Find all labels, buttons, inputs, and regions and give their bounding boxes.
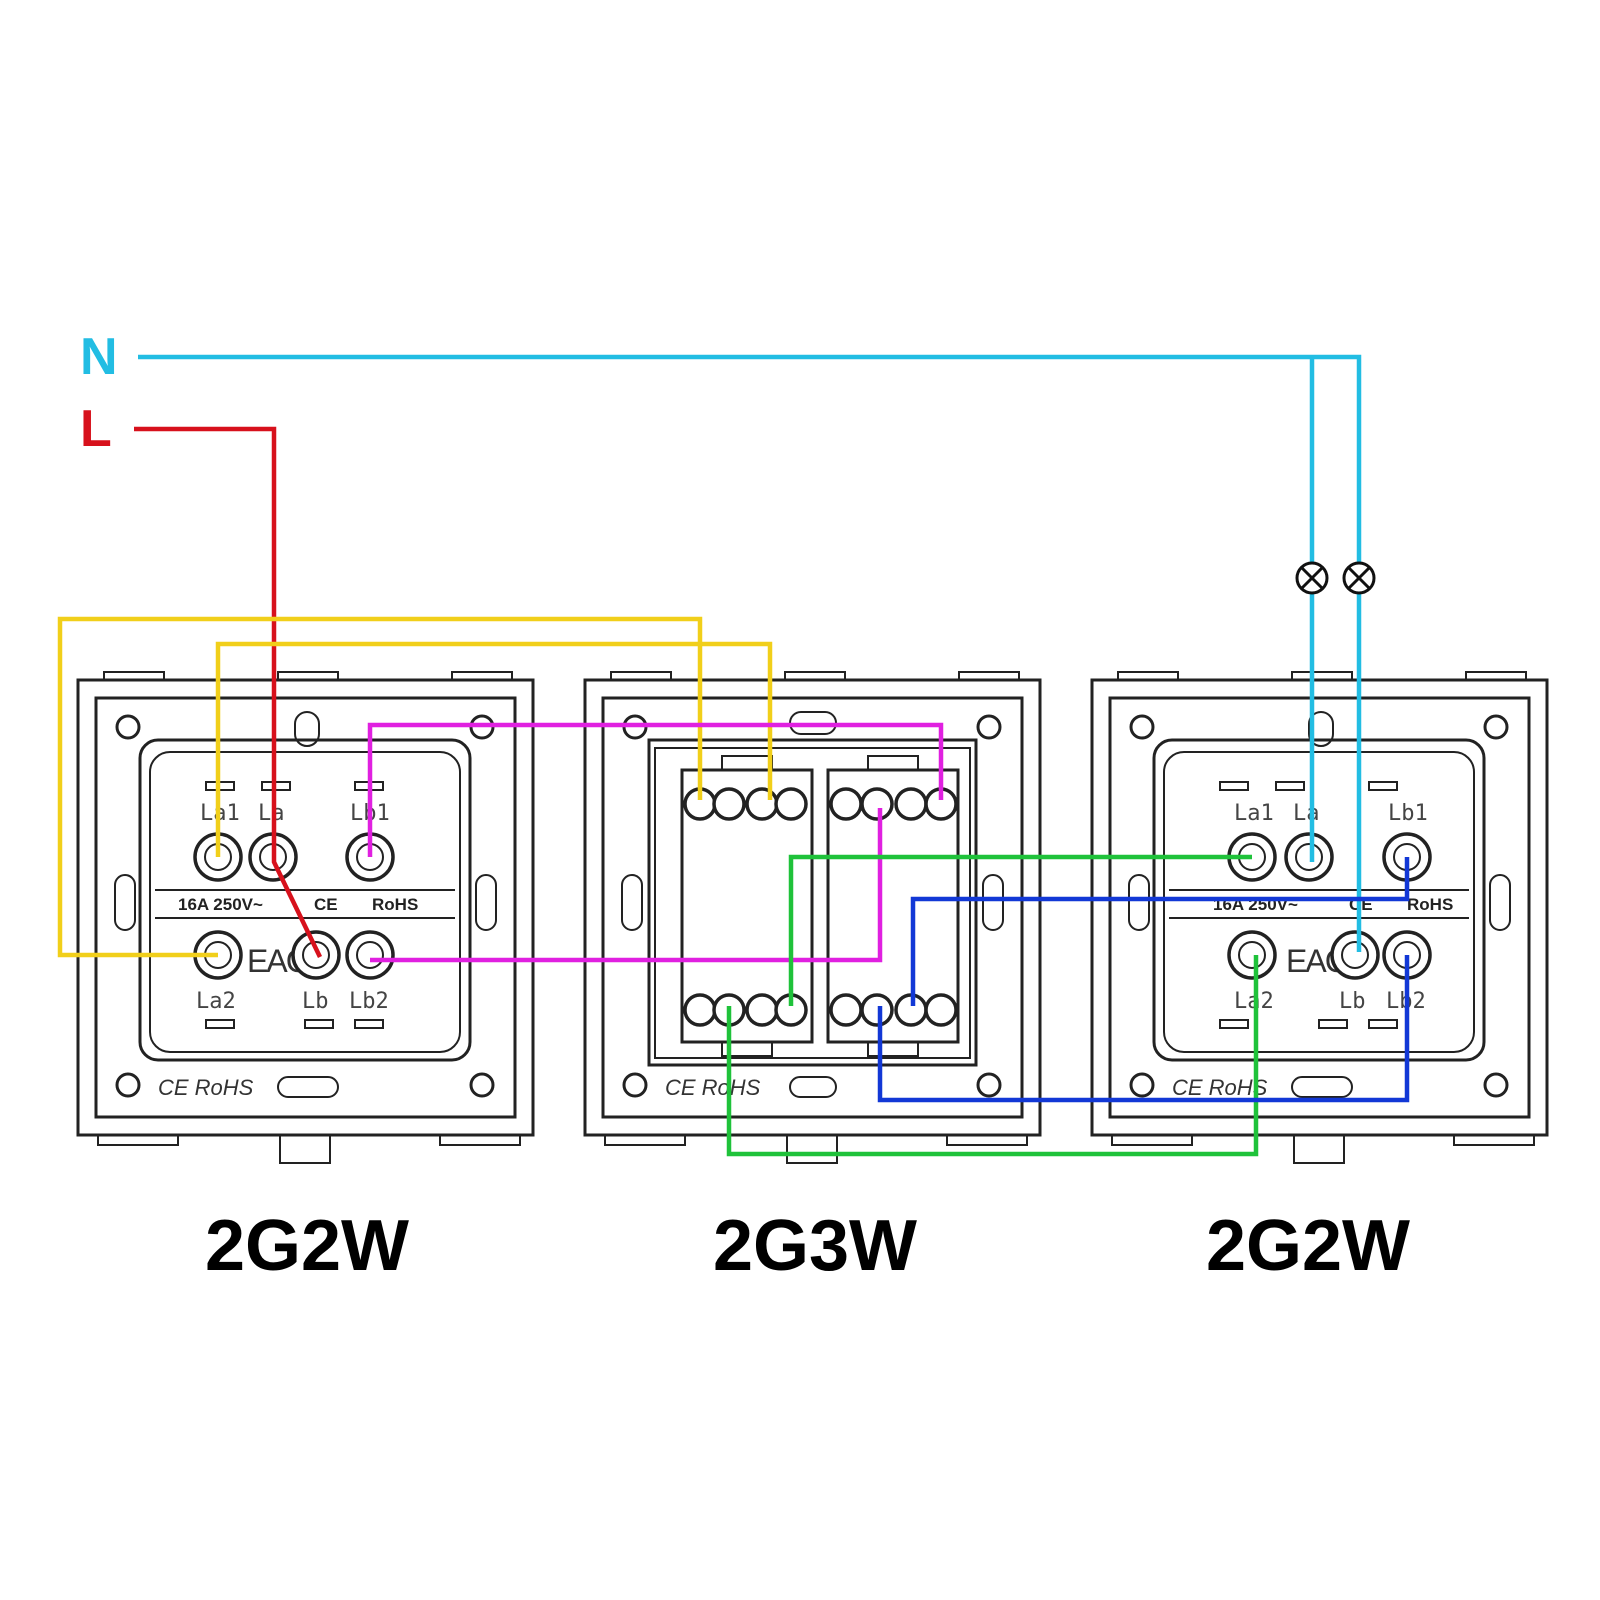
rating-label: 16A 250V~ (178, 895, 263, 914)
terminal-la (1284, 832, 1334, 882)
outer-frame (76, 678, 535, 1137)
lamp-2 (1342, 561, 1376, 595)
screw-hole (622, 1072, 648, 1098)
neutral-label: N (80, 328, 118, 386)
screw-hole (976, 1072, 1002, 1098)
traveler-yellow-outer (57, 616, 703, 958)
terminal-label-la: La (1293, 801, 1320, 826)
screw-hole (1483, 1072, 1509, 1098)
screw-hole (976, 714, 1002, 740)
terminal-label-la1: La1 (1234, 801, 1274, 826)
terminal-block-top-right (829, 787, 958, 821)
screw-hole (1129, 1072, 1155, 1098)
traveler-blue-bottom (877, 955, 1410, 1103)
module-body (647, 738, 978, 1067)
screw-hole (469, 1072, 495, 1098)
terminal-label-la2: La2 (196, 989, 236, 1014)
terminal-block-bottom-left (683, 993, 808, 1027)
inner-frame (601, 696, 1024, 1119)
rohs-mark: RoHS (1407, 895, 1453, 914)
ce-rohs-mark: CE RoHS (1172, 1075, 1268, 1100)
terminal-lb2 (345, 930, 395, 980)
rohs-mark: RoHS (372, 895, 418, 914)
outer-frame (1090, 678, 1549, 1137)
terminal-label-la: La (258, 801, 285, 826)
terminal-la2 (1227, 930, 1277, 980)
screw-hole (1129, 714, 1155, 740)
traveler-blue-top (910, 857, 1410, 1006)
traveler-magenta-bottom (370, 808, 883, 963)
screw-hole (1483, 714, 1509, 740)
caption-right: 2G2W (1206, 1206, 1410, 1286)
traveler-yellow-inner (215, 641, 773, 857)
terminal-lb (1330, 930, 1380, 980)
traveler-green-top (788, 854, 1252, 1006)
inner-frame (94, 696, 517, 1119)
terminal-block-bottom-right (829, 993, 958, 1027)
switch-2g2w-right: La1 La Lb1 La2 Lb Lb2 16A 250V~ CE RoHS … (1090, 671, 1549, 1164)
terminal-label-lb: Lb (1339, 989, 1366, 1014)
switch-2g3w-middle: CE RoHS (583, 671, 1042, 1164)
wires (57, 354, 1410, 1157)
terminal-label-lb1: Lb1 (1388, 801, 1428, 826)
traveler-green-bottom (726, 955, 1259, 1157)
caption-left: 2G2W (205, 1206, 409, 1286)
lamp-icon (1342, 561, 1376, 595)
live-label: L (80, 400, 112, 458)
inner-frame (1108, 696, 1531, 1119)
ce-rohs-mark: CE RoHS (665, 1075, 761, 1100)
terminal-label-lb2: Lb2 (349, 989, 389, 1014)
traveler-magenta-top (367, 722, 944, 857)
module-body (138, 738, 472, 1062)
ce-rohs-mark: CE RoHS (158, 1075, 254, 1100)
lamp-icon (1295, 561, 1329, 595)
screw-hole (115, 1072, 141, 1098)
ce-mark: CE (314, 895, 338, 914)
caption-middle: 2G3W (713, 1206, 917, 1286)
screw-hole (115, 714, 141, 740)
switch-2g2w-left: La1 La Lb1 La2 Lb Lb2 16A 250V~ CE RoHS … (76, 671, 535, 1164)
terminal-label-lb: Lb (302, 989, 329, 1014)
terminal-lb (291, 930, 341, 980)
terminal-block-top-left (683, 787, 808, 821)
lamp-1 (1295, 561, 1329, 595)
neutral-wire (138, 354, 1362, 952)
